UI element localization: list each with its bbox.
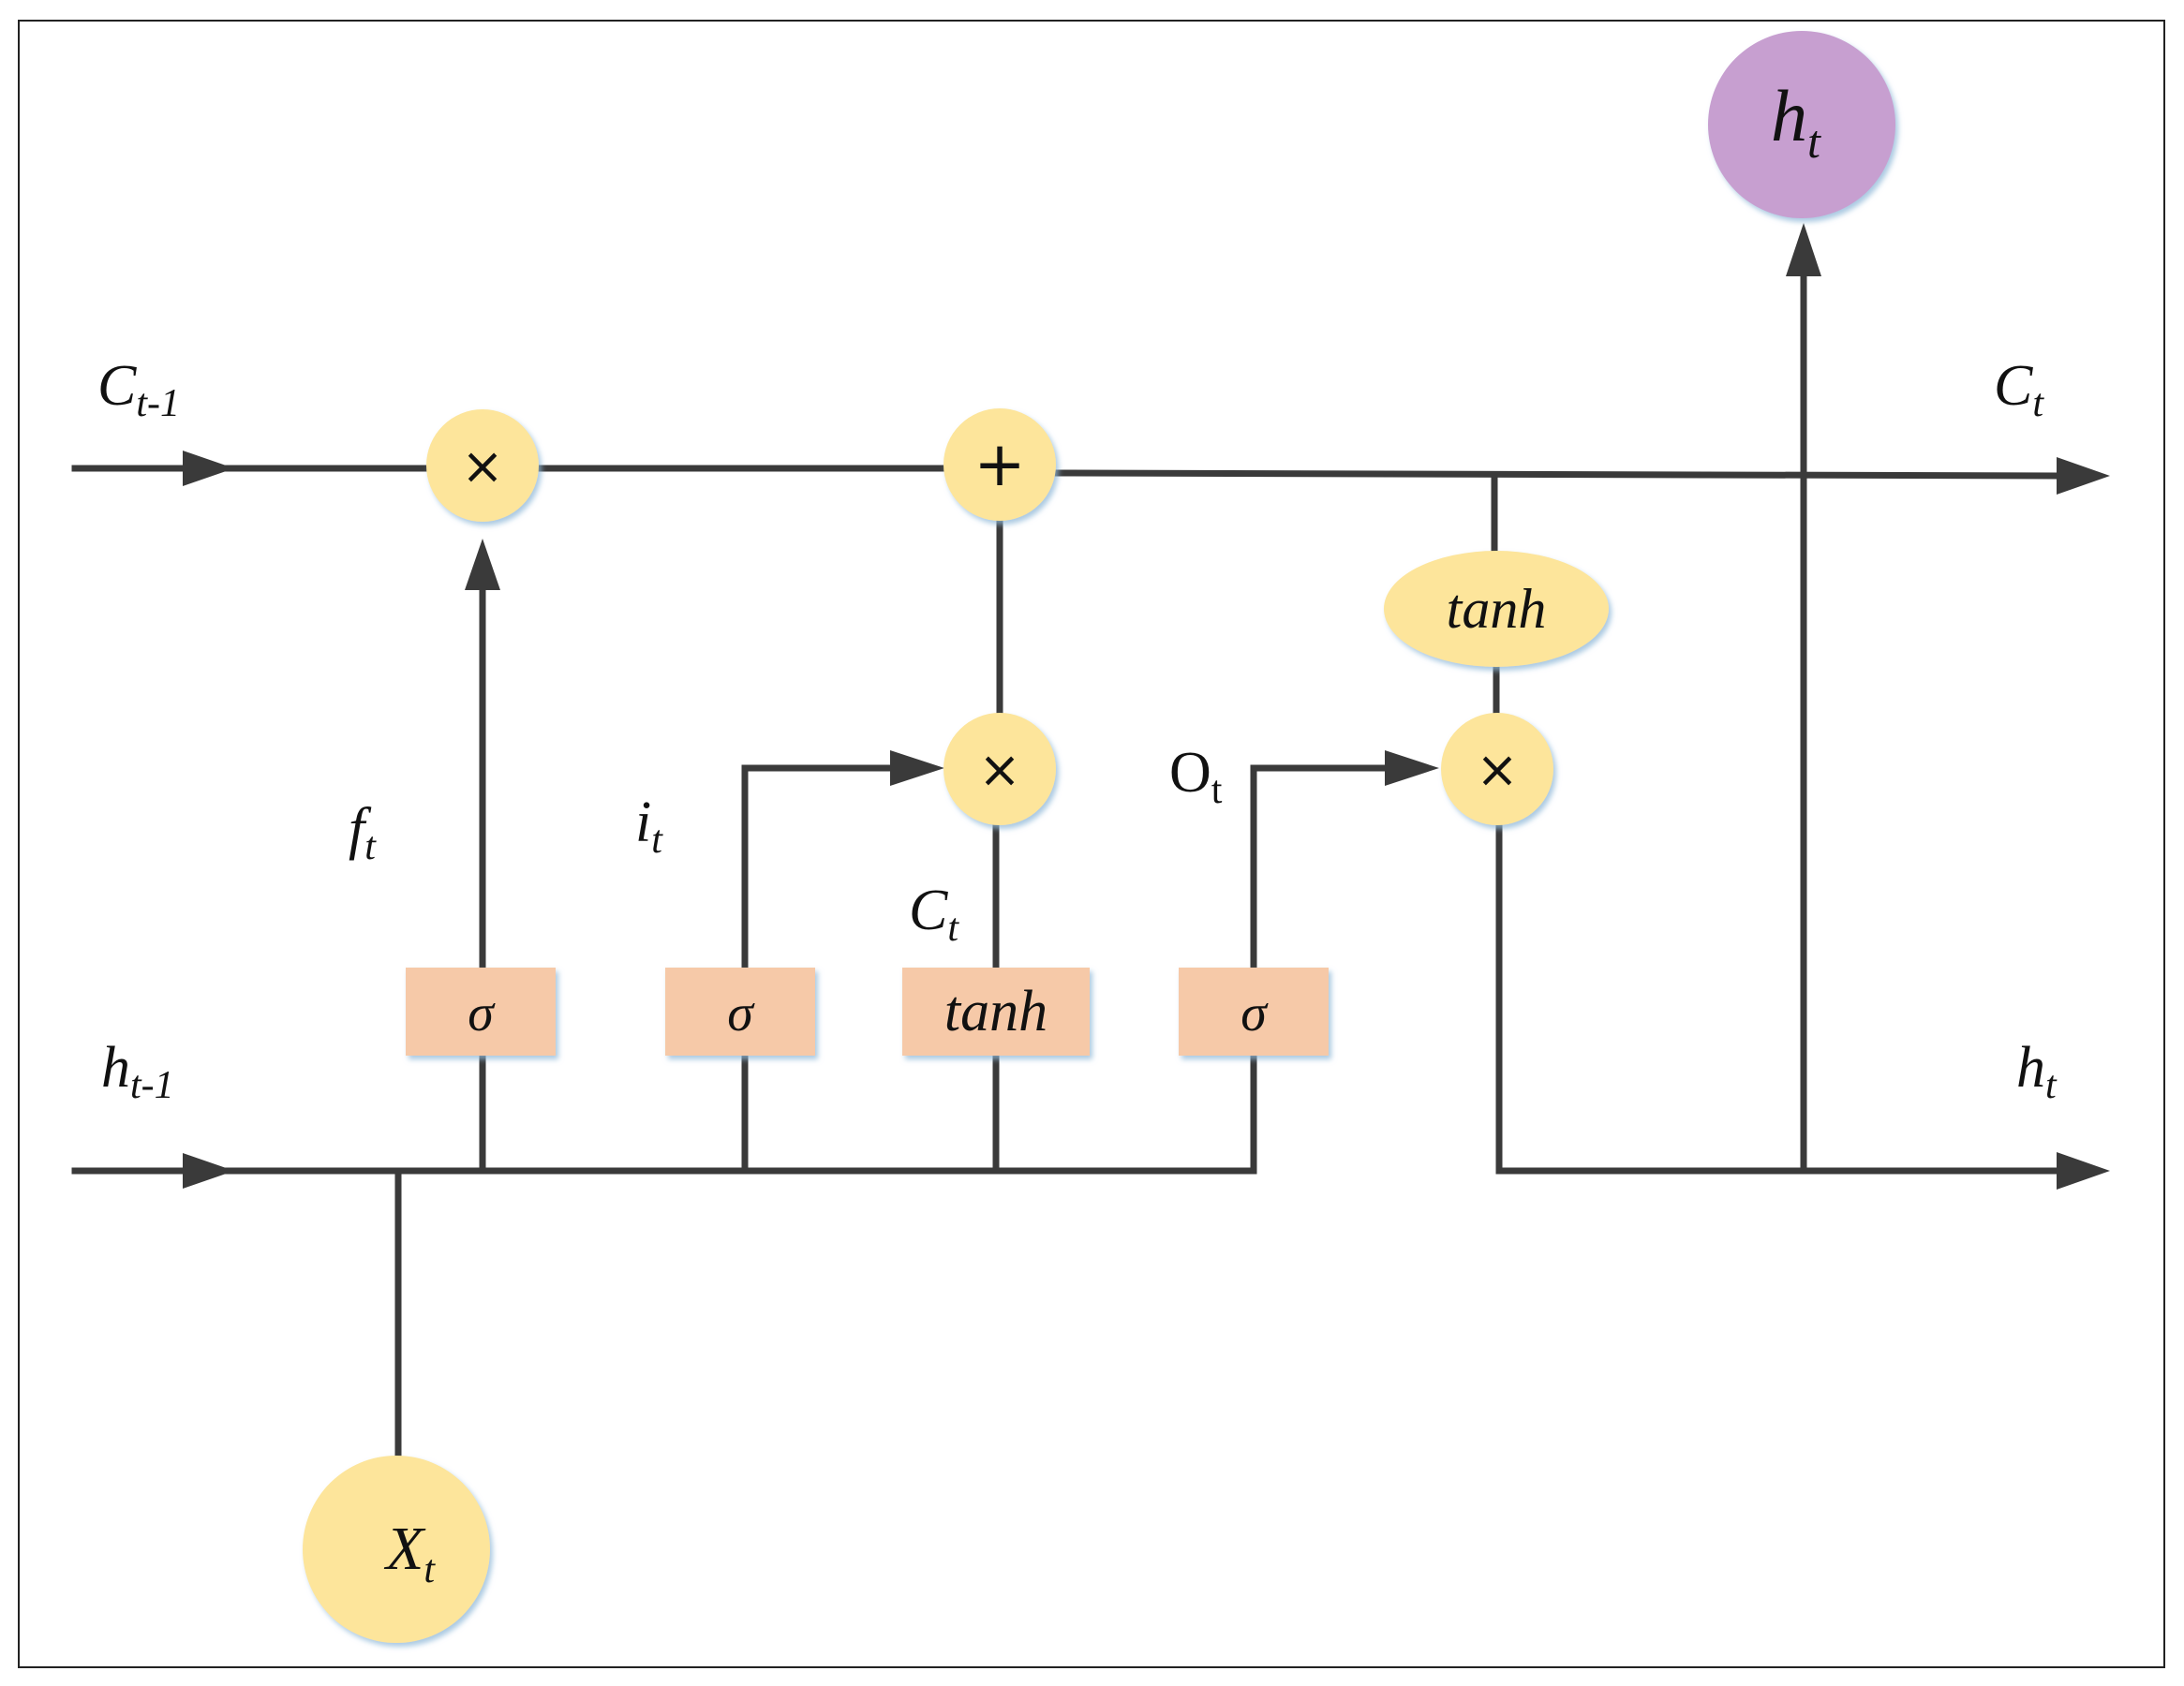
output-multiply-symbol: × [1476,740,1518,799]
forget-sigma-text: σ [468,984,496,1043]
candidate-tanh-box: tanh [902,968,1090,1056]
cell-out-label: Ct [1994,354,2044,425]
input-x-node: Xt [303,1456,490,1643]
output-sigma-box: σ [1179,968,1329,1056]
cell-prev-label: Ct-1 [97,354,180,425]
input-multiply-symbol: × [978,740,1020,799]
forget-multiply-node: × [426,409,539,522]
output-gate-up [980,1052,1257,1175]
cell-tanh-node: tanh [1384,551,1609,667]
diagram-frame [18,20,2165,1668]
cell-tanh-text: tanh [1447,578,1547,640]
output-gate-out [1250,764,1389,971]
cell-add-node: + [943,408,1056,521]
input-gate-out [741,764,897,971]
output-h-node: ht [1708,31,1895,218]
forget-multiply-symbol: × [461,436,503,495]
candidate-label: Ct [909,879,959,950]
forget-gate-label: ft [349,797,377,868]
cell-state-line-out [1050,469,2060,480]
output-sigma-text: σ [1241,984,1269,1043]
hidden-prev-label: ht-1 [101,1036,174,1107]
input-gate-label: it [635,791,663,862]
output-arrowhead [1385,750,1439,786]
forget-sigma-box: σ [406,968,556,1056]
output-h-node-label: ht [1771,75,1821,168]
cell-in-arrowhead [183,451,234,486]
output-gate-label: Ot [1169,741,1223,812]
input-x-label: Xt [383,1515,436,1591]
hidden-out-arrowhead [2057,1152,2110,1190]
output-multiply-node: × [1441,713,1553,825]
input-arrowhead [890,750,944,786]
hidden-in-arrowhead [183,1153,234,1189]
cell-out-arrowhead [2057,457,2110,495]
forget-arrowhead [465,539,500,590]
input-sigma-text: σ [727,984,755,1043]
hidden-up-arrowhead [1786,223,1821,276]
candidate-tanh-text: tanh [944,980,1047,1043]
hidden-out-label: ht [2016,1036,2058,1107]
cell-add-symbol: + [973,428,1025,500]
input-sigma-box: σ [665,968,815,1056]
input-multiply-node: × [943,713,1056,825]
